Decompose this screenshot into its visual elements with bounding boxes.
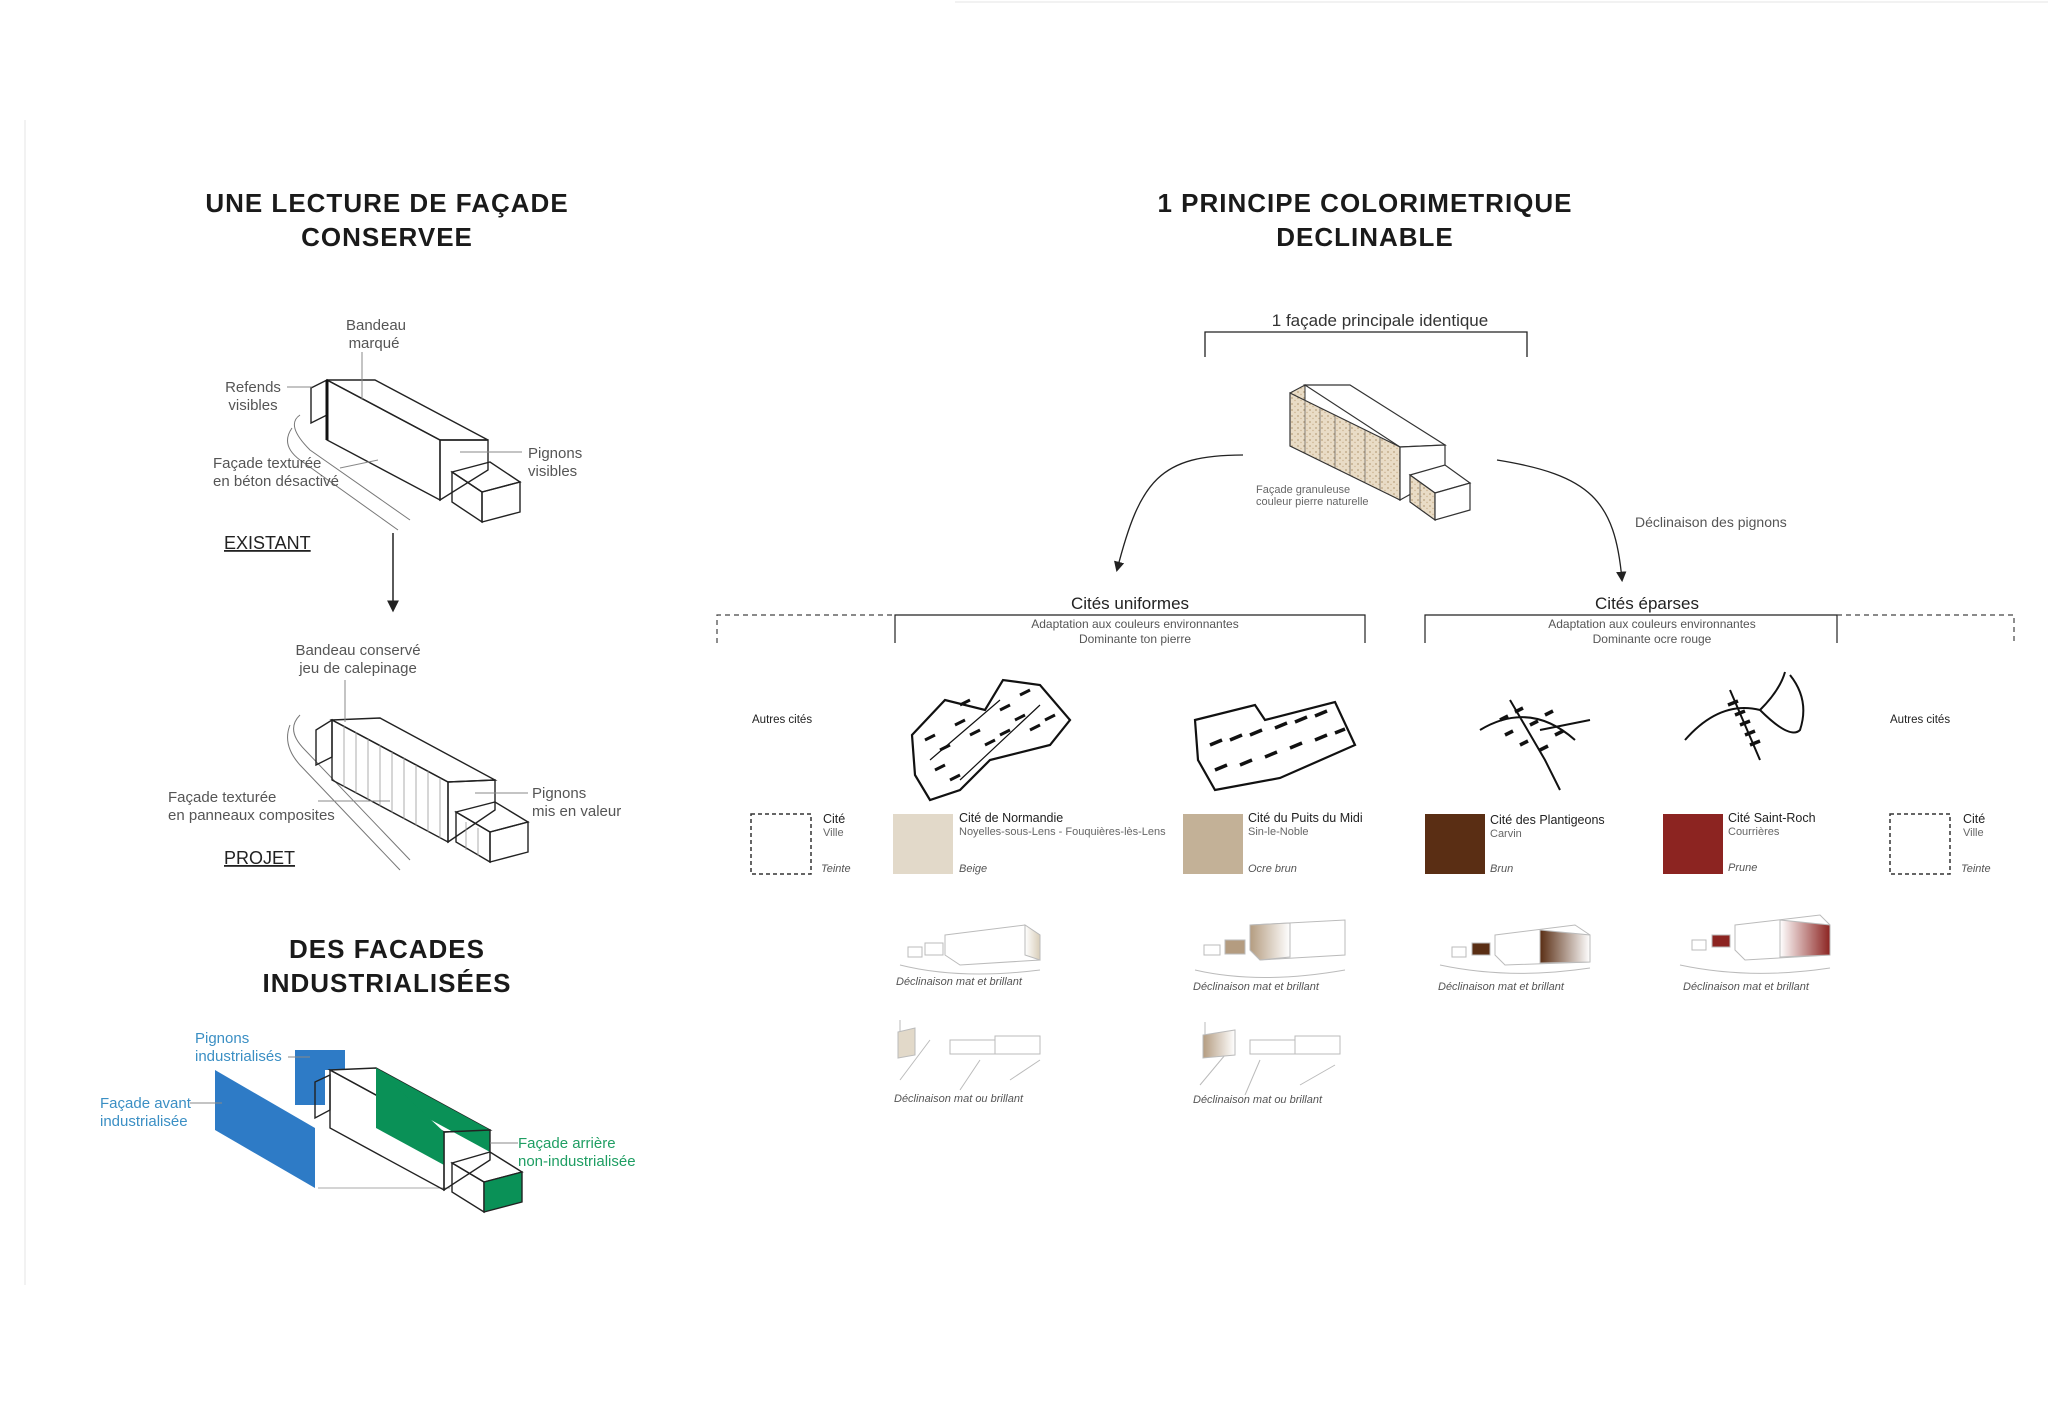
swatch-cite-puits-du-midi (1183, 814, 1243, 874)
caption-puits-1: Déclinaison mat et brillant (1193, 981, 1320, 993)
declinaison-label: Déclinaison des pignons (1635, 514, 1787, 530)
variant-saint-roch-mat-et-brillant (1679, 914, 1831, 974)
existant-label: EXISTANT (224, 533, 311, 553)
pignons-blue (295, 1050, 345, 1105)
caption-normandie-2: Déclinaison mat ou brillant (894, 1093, 1024, 1105)
right-title-line1: 1 PRINCIPE COLORIMETRIQUE (1157, 188, 1572, 218)
uniformes-title: Cités uniformes (1071, 594, 1189, 613)
uniformes-bracket (894, 614, 1366, 643)
city-name-plantigeons: Cité des Plantigeons (1490, 813, 1605, 827)
existant-facade-label-2: en béton désactivé (213, 473, 339, 490)
uniformes-dashed-bracket (716, 614, 895, 643)
existant-bandeau-label-2: marqué (349, 335, 400, 352)
uniformes-sub1: Adaptation aux couleurs environnantes (1031, 617, 1238, 631)
arrow-to-eparses (1496, 459, 1627, 583)
uniformes-sub2: Dominante ton pierre (1079, 632, 1191, 646)
left-title-line1: UNE LECTURE DE FAÇADE (205, 188, 568, 218)
center-label-1: Façade granuleuse (1256, 484, 1350, 496)
city-tint-saint-roch: Prune (1728, 862, 1757, 874)
industrial-arriere-label-1: Façade arrière (518, 1135, 616, 1152)
variant-plantigeons-mat-et-brillant (1439, 924, 1591, 974)
facade-arriere-green (376, 1068, 444, 1165)
variant-normandie-mat-ou-brillant (897, 1020, 1041, 1091)
projet-label: PROJET (224, 848, 295, 868)
existant-refends-label-2: visibles (228, 397, 277, 414)
industrial-avant-label-1: Façade avant (100, 1095, 192, 1112)
center-label-2: couleur pierre naturelle (1256, 496, 1369, 508)
bracket-label: 1 façade principale identique (1272, 311, 1488, 330)
placeholder-tint-right: Teinte (1961, 863, 1991, 875)
eparses-bracket (1424, 614, 1838, 643)
existant-pignons-label-1: Pignons (528, 445, 582, 462)
eparses-sub1: Adaptation aux couleurs environnantes (1548, 617, 1755, 631)
city-tint-normandie: Beige (959, 863, 987, 875)
projet-pignons-label-1: Pignons (532, 785, 586, 802)
map-cite-plantigeons (1479, 699, 1591, 791)
city-town-puits-du-midi: Sin-le-Noble (1248, 826, 1309, 838)
swatch-cite-normandie (893, 814, 953, 874)
map-cite-normandie (910, 678, 1072, 802)
caption-plantigeons-1: Déclinaison mat et brillant (1438, 981, 1565, 993)
placeholder-town-left: Ville (823, 827, 844, 839)
right-panel: 1 PRINCIPE COLORIMETRIQUE DECLINABLE 1 f… (716, 188, 2015, 1106)
left-panel: UNE LECTURE DE FAÇADE CONSERVEE Bandeau … (100, 188, 636, 1214)
city-name-saint-roch: Cité Saint-Roch (1728, 811, 1816, 825)
projet-facade-label-1: Façade texturée (168, 789, 276, 806)
variant-normandie-mat-et-brillant (899, 924, 1041, 975)
existant-building-illustration (287, 378, 522, 531)
leader-facade (339, 459, 379, 469)
city-tint-puits-du-midi: Ocre brun (1248, 863, 1297, 875)
industrial-avant-label-2: industrialisée (100, 1113, 188, 1130)
placeholder-name-right: Cité (1963, 812, 1985, 826)
variant-puits-mat-et-brillant (1194, 919, 1346, 978)
right-title-line2: DECLINABLE (1276, 222, 1454, 252)
city-town-normandie: Noyelles-sous-Lens - Fouquières-lès-Lens (959, 826, 1166, 838)
placeholder-tint-left: Teinte (821, 863, 851, 875)
eparses-dashed-bracket (1837, 614, 2015, 643)
variant-puits-mat-ou-brillant (1199, 1022, 1341, 1096)
caption-puits-2: Déclinaison mat ou brillant (1193, 1094, 1323, 1106)
autres-cites-right: Autres cités (1890, 714, 1950, 726)
city-town-plantigeons: Carvin (1490, 828, 1522, 840)
projet-pignons-label-2: mis en valeur (532, 803, 621, 820)
city-town-saint-roch: Courrières (1728, 826, 1780, 838)
map-cite-saint-roch (1684, 671, 1805, 761)
caption-saint-roch-1: Déclinaison mat et brillant (1683, 981, 1810, 993)
city-name-normandie: Cité de Normandie (959, 811, 1063, 825)
projet-building-illustration (287, 714, 530, 871)
placeholder-name-left: Cité (823, 812, 845, 826)
autres-cites-left: Autres cités (752, 714, 812, 726)
existant-facade-label-1: Façade texturée (213, 455, 321, 472)
left-title-line2: CONSERVEE (301, 222, 473, 252)
projet-bandeau-label-1: Bandeau conservé (295, 642, 420, 659)
industrial-building-illustration (215, 1050, 524, 1214)
city-name-puits-du-midi: Cité du Puits du Midi (1248, 811, 1363, 825)
swatch-cite-plantigeons (1425, 814, 1485, 874)
industrial-arriere-label-2: non-industrialisée (518, 1153, 636, 1170)
left-title2-line2: INDUSTRIALISÉES (262, 968, 511, 998)
placeholder-town-right: Ville (1963, 827, 1984, 839)
city-tint-plantigeons: Brun (1490, 863, 1513, 875)
industrial-pignons-label-1: Pignons (195, 1030, 249, 1047)
projet-bandeau-label-2: jeu de calepinage (298, 660, 417, 677)
arrow-to-uniformes (1114, 454, 1244, 573)
central-building-illustration (1289, 384, 1472, 522)
existant-bandeau-label-1: Bandeau (346, 317, 406, 334)
facade-avant-blue (215, 1070, 315, 1188)
top-bracket (1204, 331, 1528, 357)
map-cite-puits-du-midi (1193, 700, 1357, 792)
projet-facade-label-2: en panneaux composites (168, 807, 335, 824)
eparses-title: Cités éparses (1595, 594, 1699, 613)
swatch-cite-saint-roch (1663, 814, 1723, 874)
existant-pignons-label-2: visibles (528, 463, 577, 480)
existant-refends-label-1: Refends (225, 379, 281, 396)
placeholder-swatch-left (750, 813, 812, 875)
eparses-sub2: Dominante ocre rouge (1593, 632, 1712, 646)
industrial-pignons-label-2: industrialisés (195, 1048, 282, 1065)
placeholder-swatch-right (1889, 813, 1951, 875)
left-title2-line1: DES FACADES (289, 934, 485, 964)
projet-panel-lines (343, 726, 479, 856)
caption-normandie-1: Déclinaison mat et brillant (896, 976, 1023, 988)
